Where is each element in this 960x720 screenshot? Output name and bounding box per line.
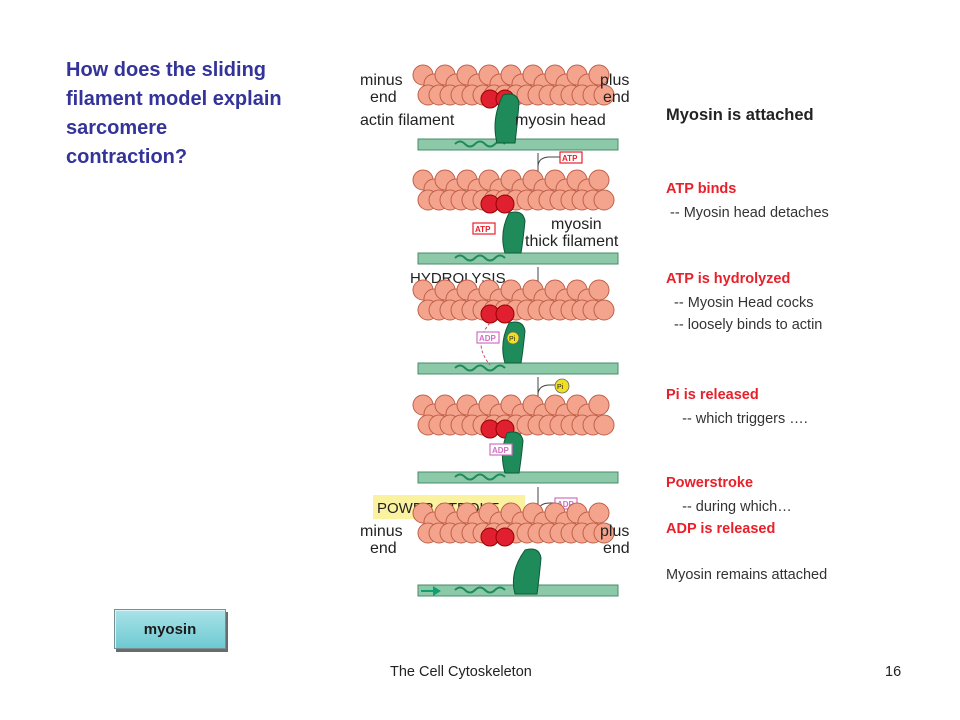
myosin-head bbox=[494, 93, 520, 144]
step-line: -- which triggers …. bbox=[666, 411, 808, 427]
myosin-tail bbox=[454, 140, 506, 148]
myosin-head bbox=[502, 211, 526, 254]
actin-monomer bbox=[593, 522, 615, 544]
step-line: Powerstroke bbox=[666, 475, 754, 491]
myosin-tail bbox=[454, 473, 506, 481]
page-number: 16 bbox=[885, 664, 902, 680]
actin-monomer bbox=[588, 502, 610, 524]
plus-end-label: end bbox=[603, 540, 630, 557]
atp-tag bbox=[472, 222, 496, 235]
binding-site bbox=[495, 527, 515, 547]
side-arrow bbox=[537, 384, 555, 396]
adp-tag-label: ADP bbox=[479, 334, 497, 343]
pi-label: Pi bbox=[557, 384, 564, 391]
actin-monomer bbox=[588, 169, 610, 191]
binding-site bbox=[495, 194, 515, 214]
step-line: -- Myosin Head cocks bbox=[666, 295, 814, 311]
plus-end-label: plus bbox=[600, 523, 629, 540]
myosin-tail bbox=[454, 586, 506, 594]
step-line: ADP is released bbox=[666, 521, 776, 537]
movement-arrow bbox=[421, 586, 441, 596]
cocked-position bbox=[480, 322, 491, 366]
step-line: Myosin remains attached bbox=[666, 567, 828, 583]
myosin-head bbox=[512, 548, 542, 595]
minus-end-label: end bbox=[370, 89, 397, 106]
step-line: Myosin is attached bbox=[666, 106, 814, 124]
minus-end-label: end bbox=[370, 540, 397, 557]
thick-filament bbox=[417, 138, 619, 151]
title-line: How does the sliding bbox=[66, 59, 267, 81]
title-line: sarcomere bbox=[66, 117, 168, 139]
atp-tag-label: ATP bbox=[562, 154, 578, 163]
actin-monomer bbox=[593, 189, 615, 211]
adp-tag bbox=[476, 331, 500, 344]
title-line: contraction? bbox=[66, 146, 188, 168]
actin-filament bbox=[412, 64, 615, 109]
step-line: ATP binds bbox=[666, 181, 737, 197]
actin-monomer bbox=[593, 299, 615, 321]
thick-filament bbox=[417, 471, 619, 484]
binding-site bbox=[495, 304, 515, 324]
myosin-button[interactable]: myosin bbox=[114, 609, 226, 649]
atp-tag bbox=[559, 151, 583, 164]
myosin-thick-label: thick filament bbox=[525, 233, 619, 250]
actin-monomer bbox=[588, 394, 610, 416]
step-line: -- during which… bbox=[666, 499, 792, 515]
actin-filament bbox=[412, 279, 615, 324]
pi-marker bbox=[506, 331, 520, 345]
minus-end-label: minus bbox=[360, 523, 403, 540]
step-line: -- Myosin head detaches bbox=[666, 205, 829, 221]
myosin-tail bbox=[454, 254, 506, 262]
actin-filament-label: actin filament bbox=[360, 112, 455, 129]
pi-label: Pi bbox=[509, 336, 516, 343]
step-line: -- loosely binds to actin bbox=[666, 317, 823, 333]
plus-end-label: plus bbox=[600, 72, 629, 89]
myosin-thick-label: myosin bbox=[551, 216, 602, 233]
atp-tag-label: ATP bbox=[475, 225, 491, 234]
actin-filament bbox=[412, 169, 615, 214]
adp-tag-label: ADP bbox=[557, 500, 575, 509]
myosin-tail bbox=[454, 364, 506, 372]
actin-monomer bbox=[588, 279, 610, 301]
actin-monomer bbox=[588, 64, 610, 86]
step-line: Pi is released bbox=[666, 387, 759, 403]
actin-monomer bbox=[593, 414, 615, 436]
adp-tag bbox=[489, 443, 513, 456]
side-arrow bbox=[537, 156, 560, 168]
thick-filament bbox=[417, 252, 619, 265]
footer-title: The Cell Cytoskeleton bbox=[390, 664, 532, 680]
pi-marker bbox=[554, 378, 570, 394]
myosin-head-label: myosin head bbox=[515, 112, 606, 129]
adp-tag-label: ADP bbox=[492, 446, 510, 455]
actin-monomer bbox=[593, 84, 615, 106]
thick-filament bbox=[417, 362, 619, 375]
title-line: filament model explain bbox=[66, 88, 282, 110]
actin-filament bbox=[412, 394, 615, 439]
minus-end-label: minus bbox=[360, 72, 403, 89]
plus-end-label: end bbox=[603, 89, 630, 106]
slide-title: How does the sliding filament model expl… bbox=[66, 56, 346, 172]
actin-filament bbox=[412, 502, 615, 547]
step-line: ATP is hydrolyzed bbox=[666, 271, 791, 287]
